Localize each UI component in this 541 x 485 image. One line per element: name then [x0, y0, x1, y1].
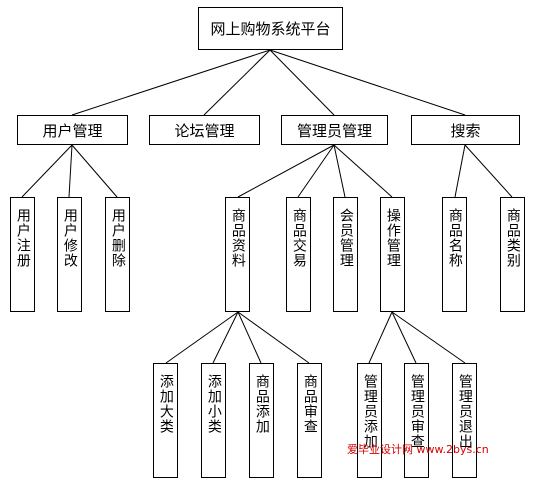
node-product-category-label: 商品类别 [504, 208, 521, 268]
connector-user-modify [68, 144, 73, 198]
node-product-add: 商品添加 [249, 363, 274, 478]
node-add-major-category: 添加大类 [153, 363, 178, 478]
node-operation-mgmt: 操作管理 [380, 197, 405, 312]
watermark-text: 爱毕业设计网 www.2bys.cn [347, 443, 489, 456]
node-admin-exit: 管理员退出 [452, 363, 477, 478]
connector-user-delete [71, 144, 118, 198]
connector-admin-product [237, 144, 335, 198]
node-product-category: 商品类别 [500, 197, 525, 312]
node-admin-review: 管理员审查 [404, 363, 429, 478]
connector-op-review [391, 311, 417, 364]
node-product-trade-label: 商品交易 [290, 208, 307, 268]
node-user-mgmt-label: 用户管理 [42, 121, 103, 140]
connector-op-exit [391, 311, 466, 364]
connector-root-search [269, 49, 466, 116]
node-product-review-label: 商品审查 [301, 374, 318, 434]
node-user-modify: 用户修改 [57, 197, 82, 312]
node-member-mgmt-label: 会员管理 [337, 208, 354, 268]
node-operation-mgmt-label: 操作管理 [384, 208, 401, 268]
node-product-trade: 商品交易 [286, 197, 311, 312]
node-user-delete: 用户删除 [105, 197, 130, 312]
node-admin-add-label: 管理员添加 [361, 374, 378, 449]
root-node: 网上购物系统平台 [198, 7, 343, 50]
node-add-major-category-label: 添加大类 [157, 374, 174, 434]
node-admin-review-label: 管理员审查 [408, 374, 425, 449]
node-add-minor-category: 添加小类 [201, 363, 226, 478]
node-admin-exit-label: 管理员退出 [456, 374, 473, 449]
root-label: 网上购物系统平台 [210, 20, 331, 38]
connector-product-add-minor [212, 311, 239, 364]
node-product-data-label: 商品资料 [229, 208, 246, 268]
node-product-name: 商品名称 [442, 197, 467, 312]
node-admin-add: 管理员添加 [357, 363, 382, 478]
node-search: 搜索 [411, 115, 520, 145]
node-user-register: 用户注册 [10, 197, 35, 312]
connector-product-review [237, 311, 310, 364]
node-forum-mgmt-label: 论坛管理 [174, 121, 235, 140]
node-product-review: 商品审查 [297, 363, 322, 478]
connector-root-user [71, 49, 271, 116]
node-admin-mgmt-label: 管理员管理 [296, 121, 372, 140]
node-user-modify-label: 用户修改 [61, 208, 78, 268]
node-user-register-label: 用户注册 [14, 208, 31, 268]
node-product-name-label: 商品名称 [446, 208, 463, 268]
node-forum-mgmt: 论坛管理 [149, 115, 260, 145]
connector-root-admin [269, 49, 335, 116]
connector-product-add-major [165, 311, 239, 364]
node-member-mgmt: 会员管理 [333, 197, 358, 312]
node-user-delete-label: 用户删除 [109, 208, 126, 268]
connector-search-name [454, 144, 466, 198]
node-add-minor-category-label: 添加小类 [205, 374, 222, 434]
connector-op-add [368, 311, 393, 364]
connector-search-category [464, 144, 513, 198]
node-admin-mgmt: 管理员管理 [281, 115, 388, 145]
connector-admin-operation [333, 144, 393, 198]
node-product-data: 商品资料 [225, 197, 250, 312]
node-search-label: 搜索 [450, 121, 481, 140]
node-user-mgmt: 用户管理 [17, 115, 128, 145]
node-product-add-label: 商品添加 [253, 374, 270, 434]
connector-admin-trade [297, 144, 335, 198]
connector-user-register [21, 144, 73, 198]
connector-admin-member [333, 144, 346, 198]
connector-root-forum [203, 49, 271, 116]
connector-product-add [237, 311, 262, 364]
